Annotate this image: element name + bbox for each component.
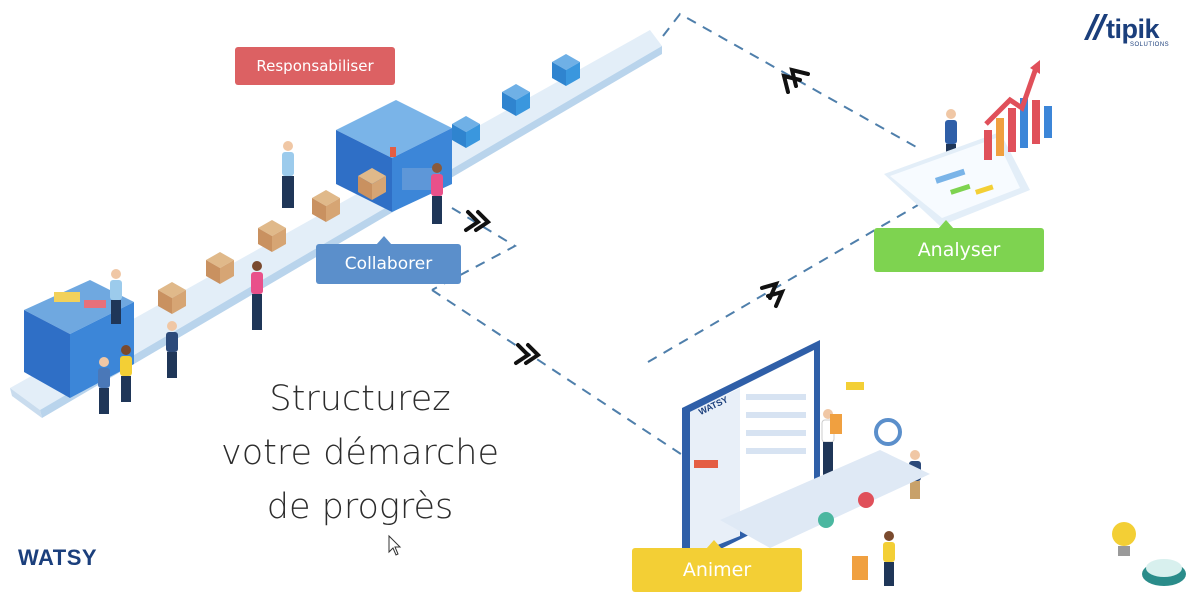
person-figure [110, 269, 122, 324]
label-pointer [376, 236, 392, 245]
headline-line: Structurez [269, 379, 451, 419]
person-figure [120, 345, 132, 402]
headline-line: de progrès [266, 487, 454, 527]
label-responsabiliser: Responsabiliser [235, 47, 395, 85]
double-chevron-icon [514, 343, 542, 365]
label-collaborer: Collaborer [316, 236, 461, 284]
blue-boxes [452, 54, 580, 148]
double-chevron-icon [781, 67, 810, 94]
headline-line: votre démarche [220, 433, 499, 473]
double-chevron-icon [760, 280, 786, 308]
person-figure [282, 141, 294, 208]
monitor-illustration [682, 340, 930, 580]
flow-line-top [662, 12, 919, 149]
flow-line-collab [431, 207, 518, 291]
label-text: Collaborer [344, 254, 433, 274]
person-figure [98, 357, 110, 414]
label-pointer [706, 540, 722, 549]
person-figure [251, 261, 263, 330]
person-figure [166, 321, 178, 378]
label-text: Animer [682, 559, 752, 581]
lightbulb-icon [1112, 522, 1136, 556]
tipik-logo-subtext: SOLUTIONS [1130, 42, 1170, 48]
label-animer: Animer [632, 540, 802, 592]
flow-line-up [647, 204, 919, 363]
label-analyser: Analyser [874, 220, 1044, 272]
chevron-arrows [464, 67, 810, 365]
flow-loop [431, 12, 919, 463]
headline: Structurez votre démarche de progrès [190, 372, 530, 534]
flow-line-down [431, 289, 694, 463]
toggle-icon [1142, 559, 1186, 586]
tipik-logo-mark [1084, 14, 1108, 40]
double-chevron-icon [464, 210, 492, 232]
person-figure [883, 531, 895, 586]
bar-chart-illustration [984, 60, 1052, 160]
conveyor-belt [10, 30, 662, 418]
person-figure [431, 163, 443, 224]
tipik-logo-text: tipik [1106, 14, 1160, 44]
label-pointer [938, 220, 954, 229]
machine-left [24, 280, 134, 398]
label-text: Analyser [917, 239, 1001, 261]
mouse-cursor-icon [388, 534, 402, 556]
cardboard-boxes [158, 168, 386, 314]
person-figure [821, 409, 835, 476]
tipik-logo: tipik SOLUTIONS [1082, 10, 1182, 52]
label-text: Responsabiliser [256, 57, 374, 75]
watsy-logo: WATSY [18, 545, 98, 570]
